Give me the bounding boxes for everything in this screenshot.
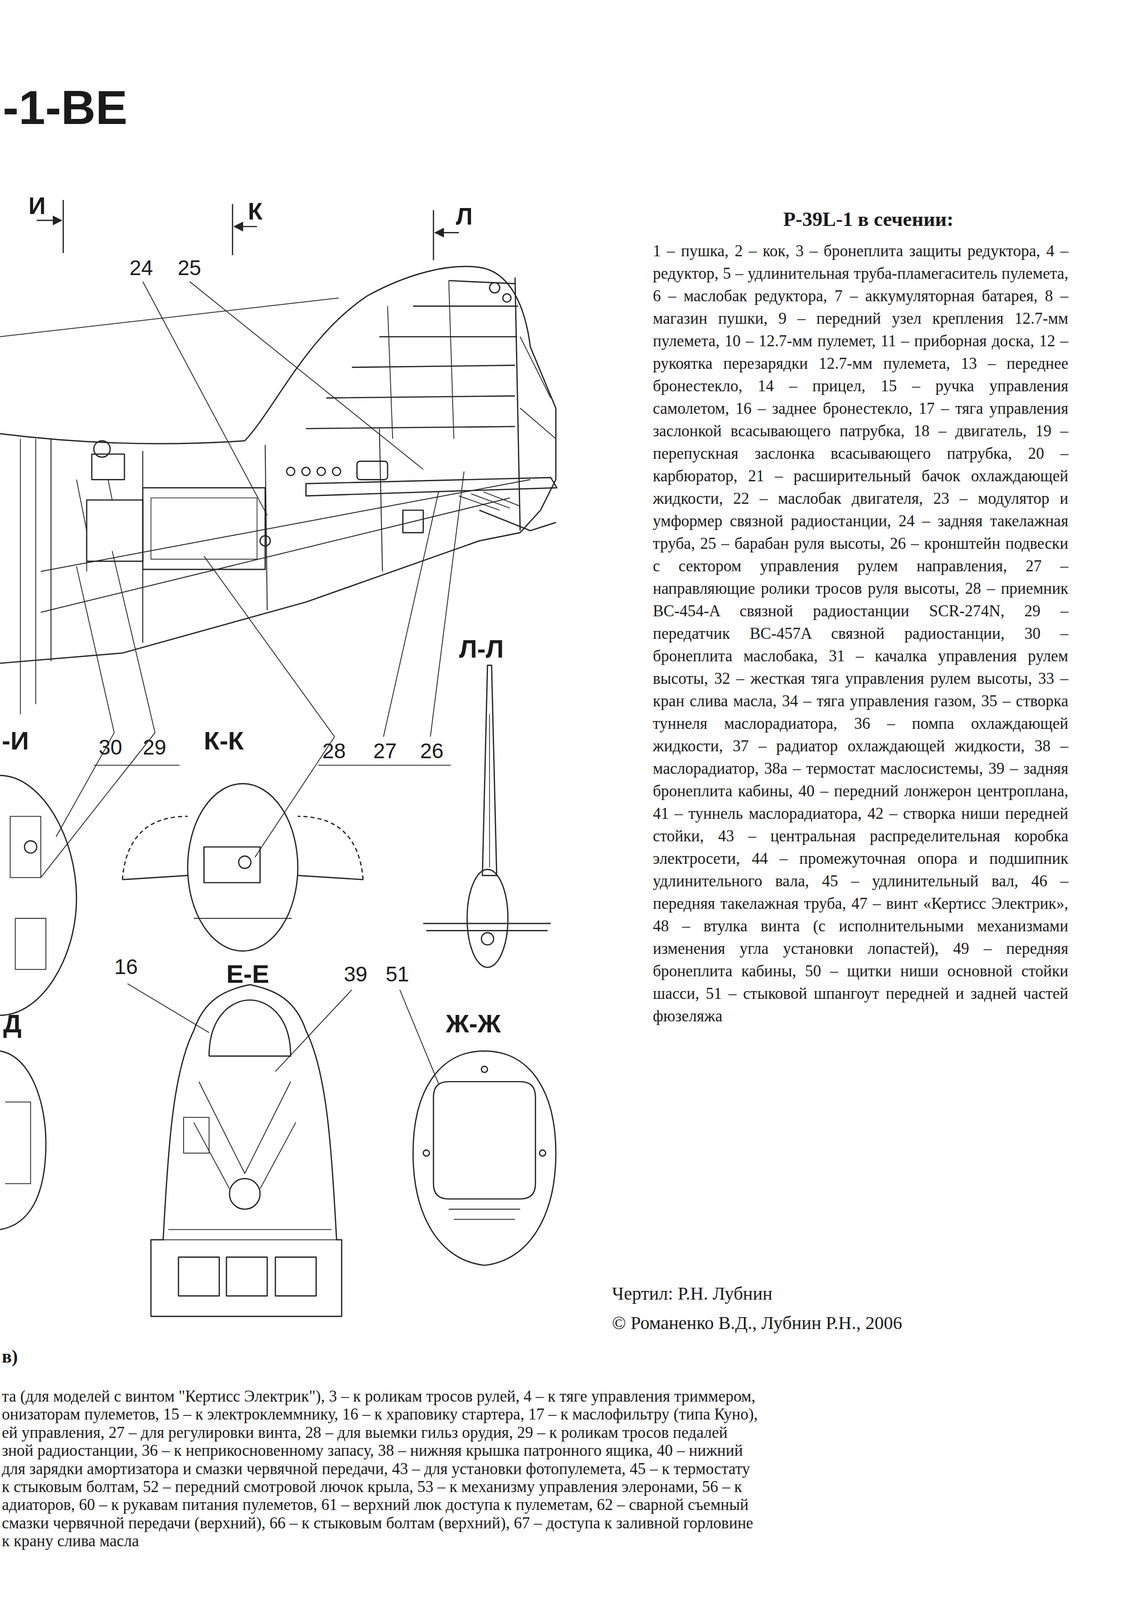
callout-number: 29 [142,734,167,760]
page-title: -1-BE [2,80,128,135]
callout-number: 30 [98,734,123,760]
note-line: к стыковым болтам, 52 – передний смотров… [1,1477,742,1496]
legend-text: 1 – пушка, 2 – кок, 3 – бронеплита защит… [652,239,1069,1027]
section-title: Ж-Ж [445,1008,501,1039]
callout-number: 24 [129,255,153,281]
callout-number: 39 [343,961,368,987]
callout-number: 26 [420,738,444,764]
copyright: © Романенко В.Д., Лубнин Р.Н., 2006 [611,1311,903,1334]
note-heading: в) [1,1345,18,1367]
section-marker: И [28,191,46,220]
note-line: адиаторов, 60 – к рукавам питания пулеме… [1,1495,749,1514]
section-marker: К [247,197,263,225]
note-line: зной радиостанции, 36 – к неприкосновенн… [1,1441,743,1460]
section-title: Е-Е [226,958,270,989]
callout-number: 25 [177,255,202,281]
callout-number: 27 [373,738,397,764]
credit: Чертил: Р.Н. Лубнин [611,1282,773,1304]
legend-heading: Р-39L-1 в сечении: [783,207,954,231]
callout-number: 16 [114,954,138,979]
section-title: -И [1,725,29,756]
note-line: смазки червячной передачи (верхний), 66 … [1,1513,754,1533]
note-line: онизаторам пулеметов, 15 – к электроклем… [1,1404,758,1424]
callout-number: 51 [385,961,410,987]
note-line: та (для моделей с винтом "Кертисс Электр… [1,1386,756,1406]
section-marker: Л [455,202,473,231]
note-line: к крану слива масла [1,1531,140,1550]
section-title: Л-Л [459,633,504,664]
note-line: для зарядки амортизатора и смазки червяч… [1,1459,751,1478]
callout-number: 28 [322,738,346,764]
section-title: К-К [203,725,244,756]
note-line: ей управления, 27 – для регулировки винт… [1,1423,728,1442]
section-title: Д [3,1008,22,1039]
